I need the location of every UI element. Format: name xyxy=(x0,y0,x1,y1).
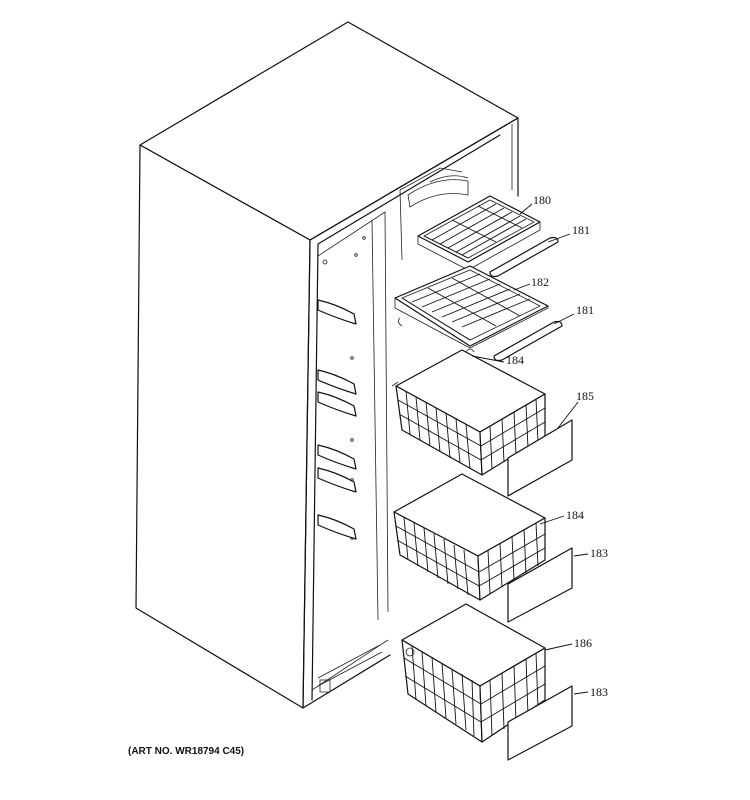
freezer-cabinet xyxy=(135,21,519,709)
lower-shelf-trim xyxy=(493,320,563,362)
callout-180: 180 xyxy=(533,193,551,207)
callout-186: 186 xyxy=(574,636,592,650)
middle-wire-basket xyxy=(393,473,546,601)
callout-185: 185 xyxy=(576,389,594,403)
callout-183-bottom: 183 xyxy=(590,685,608,699)
callout-181-upper: 181 xyxy=(572,223,590,237)
upper-shelf-trim xyxy=(489,236,559,278)
callout-182: 182 xyxy=(531,275,549,289)
bottom-basket-front xyxy=(507,685,573,761)
callout-leaders xyxy=(471,203,589,695)
art-number: (ART NO. WR18794 C45) xyxy=(128,746,245,757)
lower-freezer-shelf xyxy=(394,265,549,349)
upper-basket-front xyxy=(507,419,573,497)
upper-wire-basket xyxy=(391,348,546,476)
callout-184-upper: 184 xyxy=(506,353,524,367)
callout-183-middle: 183 xyxy=(590,546,608,560)
middle-basket-front xyxy=(507,547,573,623)
callout-181-lower: 181 xyxy=(576,303,594,317)
callout-184-middle: 184 xyxy=(566,508,584,522)
bottom-wire-basket xyxy=(401,603,546,743)
